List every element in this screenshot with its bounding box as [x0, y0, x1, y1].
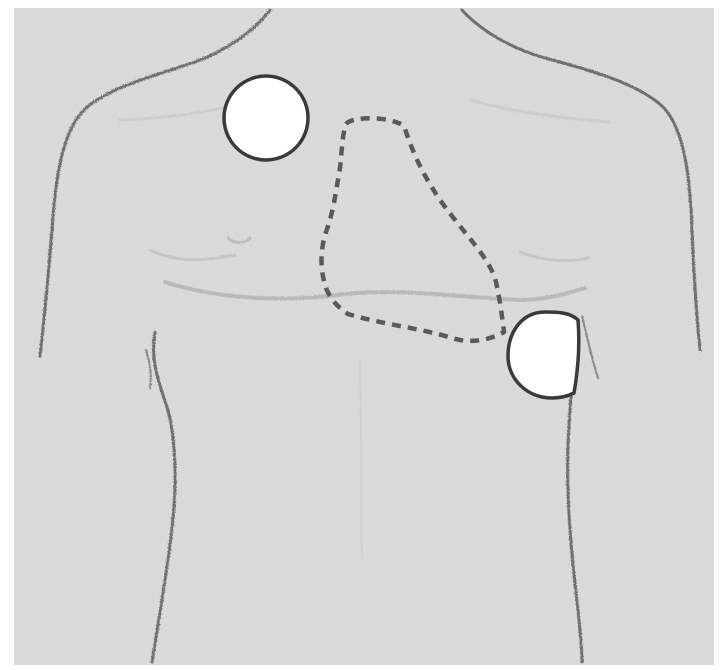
right-upper-chest-pad — [224, 76, 308, 160]
left-lateral-pad — [508, 312, 579, 398]
background-grain — [14, 8, 714, 665]
